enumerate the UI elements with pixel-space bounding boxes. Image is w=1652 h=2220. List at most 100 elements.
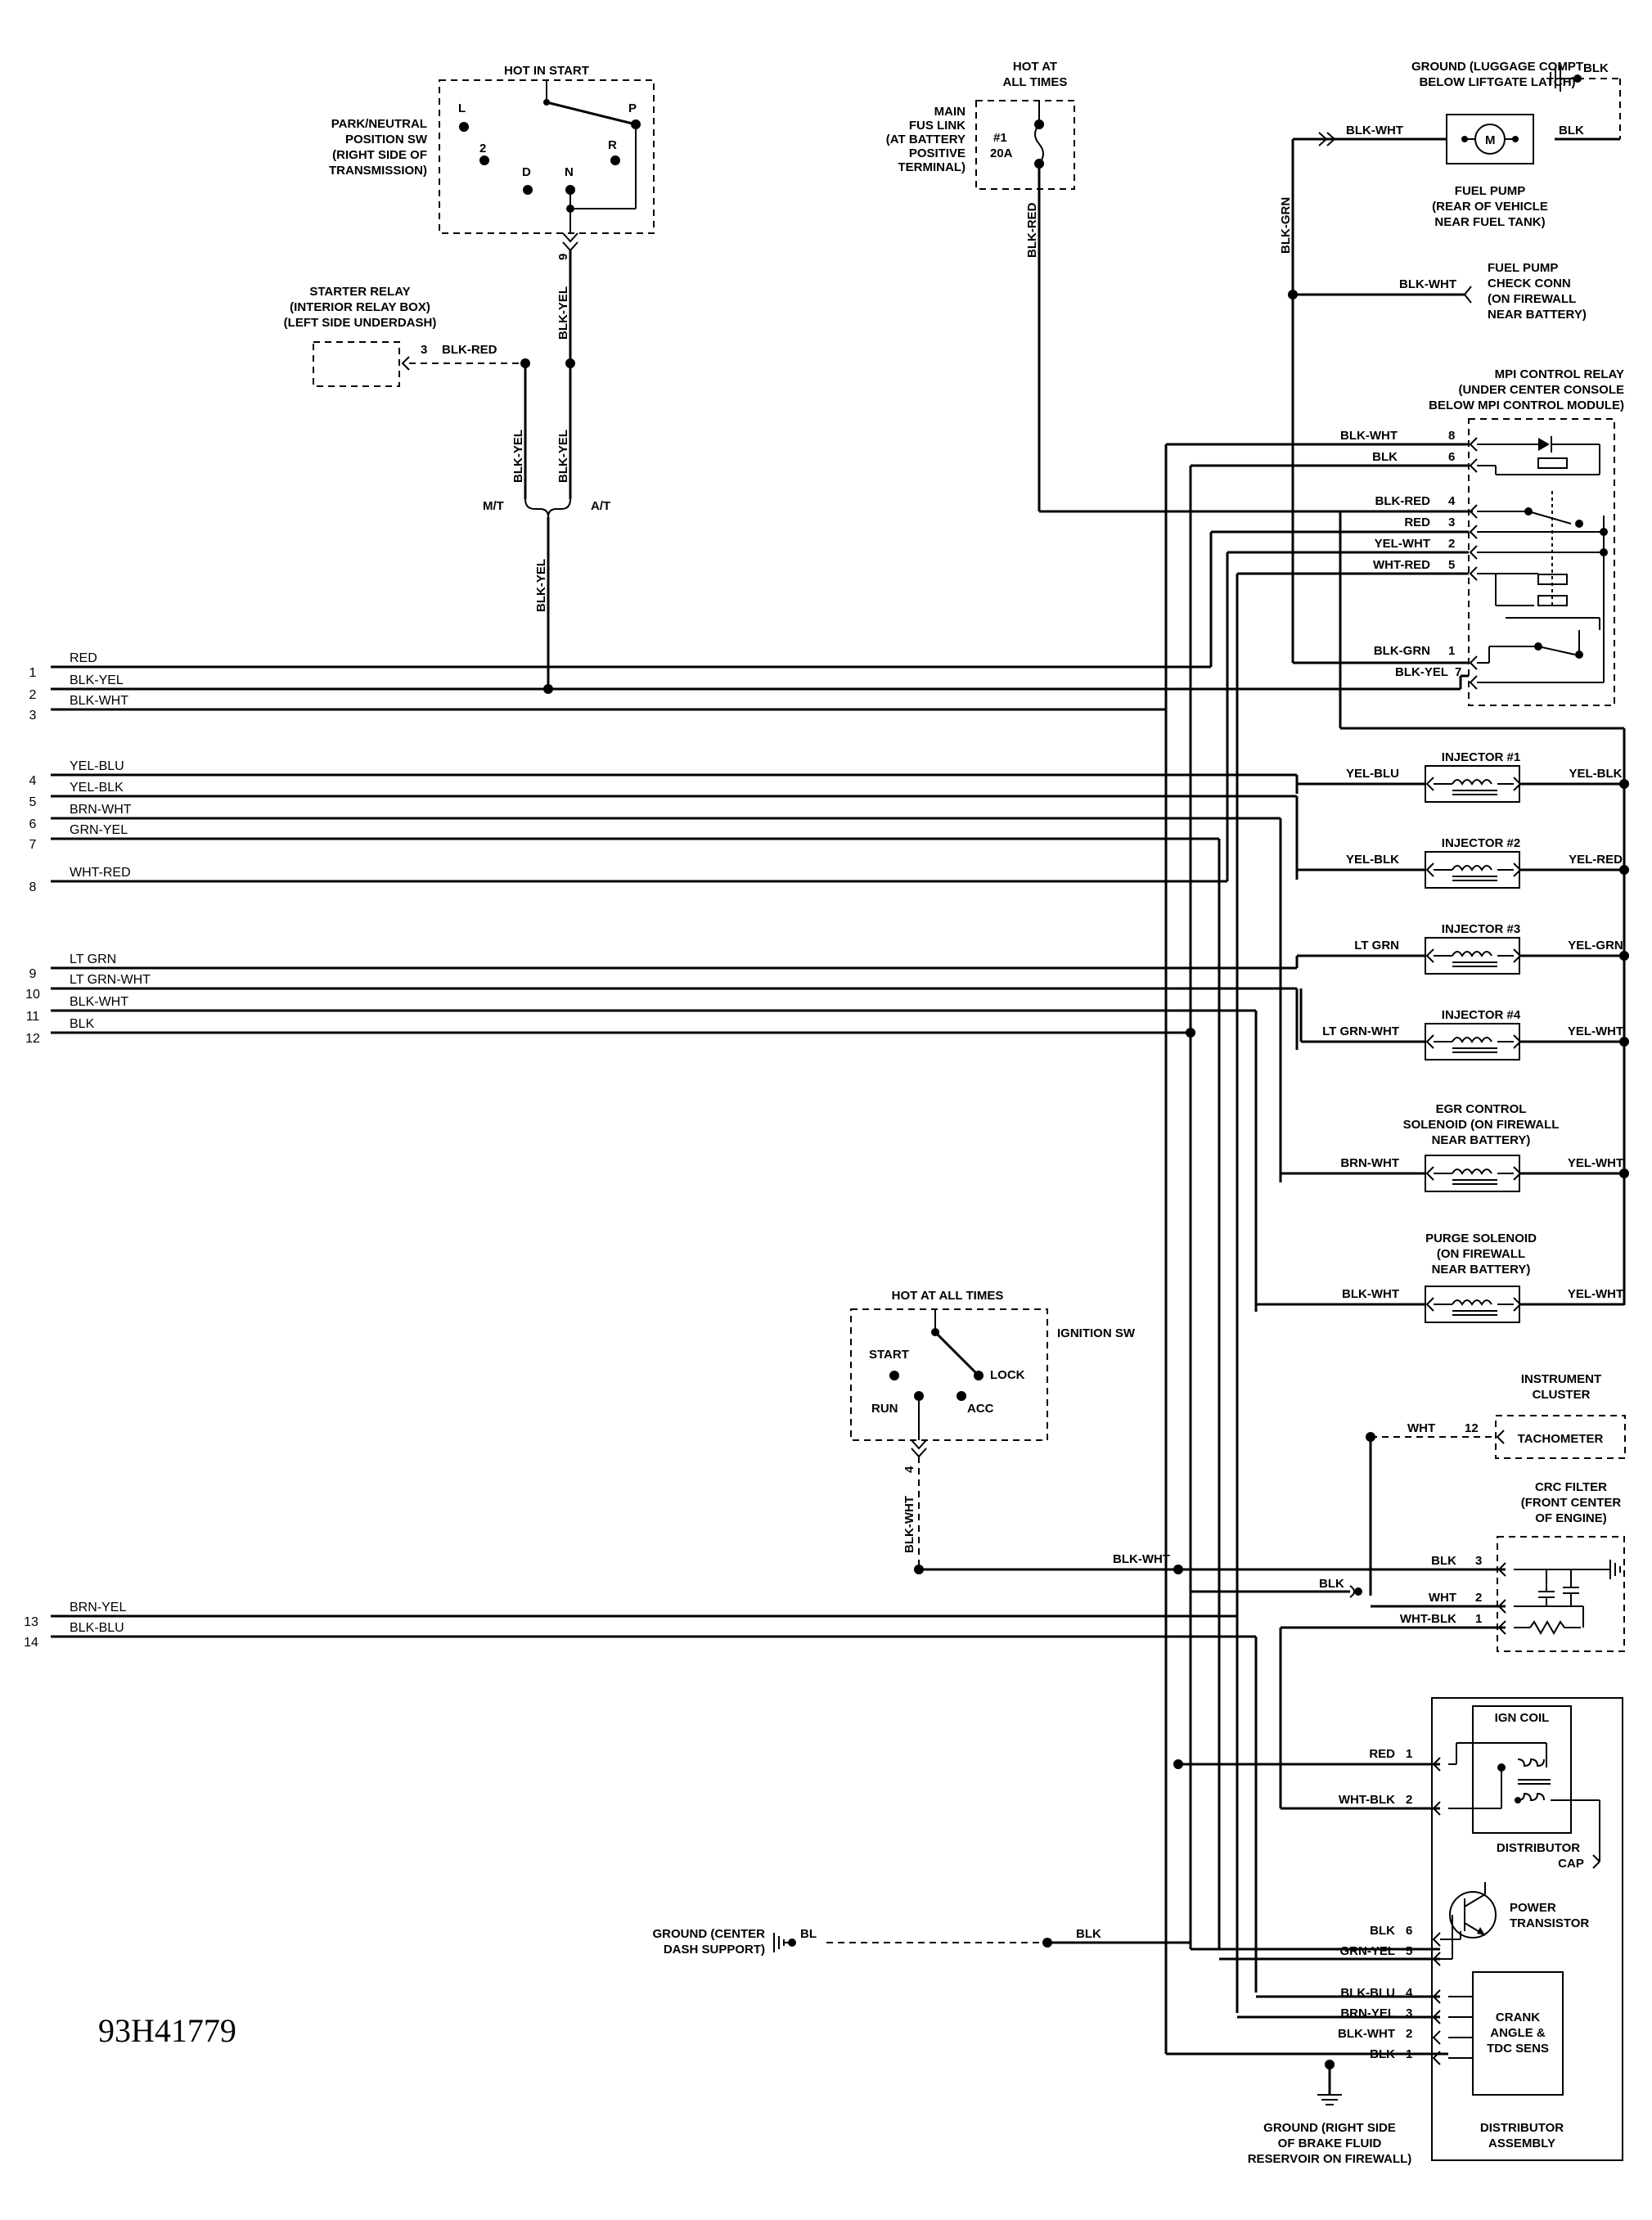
ign-start: START xyxy=(869,1348,909,1362)
mpi-pin-3-wire: RED xyxy=(1404,516,1430,529)
motor-icon: M xyxy=(1485,133,1496,147)
fp-label-3: NEAR FUEL TANK) xyxy=(1434,215,1545,229)
solenoid-1-left-wire: YEL-BLU xyxy=(1346,767,1399,781)
solenoid-3-title-1: INJECTOR #3 xyxy=(1442,922,1520,936)
fp-out-wire: BLK xyxy=(1559,124,1584,137)
solenoid-1-title-1: INJECTOR #1 xyxy=(1442,750,1520,764)
ecm-pin-4-label: YEL-BLU xyxy=(70,759,124,773)
pn-D: D xyxy=(522,165,531,179)
pn-pin: 9 xyxy=(556,254,570,260)
ic-pin: 12 xyxy=(1465,1421,1479,1435)
fp-gnd-1: GROUND (LUGGAGE COMPT xyxy=(1411,60,1583,74)
coil-pin-1-wire: RED xyxy=(1369,1747,1395,1761)
park-neutral-switch: HOT IN START PARK/NEUTRAL POSITION SW (R… xyxy=(329,64,655,499)
fuel-pump-check-conn: BLK-WHT FUEL PUMP CHECK CONN (ON FIREWAL… xyxy=(1288,261,1587,322)
mpi-pin-4-wire: BLK-RED xyxy=(1375,494,1431,508)
ecm-pin-8-num: 8 xyxy=(29,880,37,894)
fp-label-2: (REAR OF VEHICLE xyxy=(1432,200,1548,214)
crc-pin-1-num: 1 xyxy=(1475,1612,1482,1626)
ground-dash-icon xyxy=(773,1933,785,1952)
fuse-label-4: POSITIVE xyxy=(909,146,966,160)
pt-pin-6-wire: BLK xyxy=(1370,1924,1395,1938)
ground-firewall-icon xyxy=(1317,2094,1342,2105)
fp-in-wire: BLK-WHT xyxy=(1346,124,1403,137)
mpi-pin-5: WHT-RED 5 xyxy=(1237,558,1478,581)
pn-label-3: (RIGHT SIDE OF xyxy=(332,148,427,162)
dist-cap-2: CAP xyxy=(1558,1857,1584,1871)
mpi-pin-3: RED 3 xyxy=(1211,516,1478,539)
ecm-pin-5-label: YEL-BLK xyxy=(70,781,124,795)
mpi-pin-6-wire: BLK xyxy=(1372,450,1398,464)
ign-out-wire: BLK-WHT xyxy=(1113,1552,1170,1566)
fuse-label-1: MAIN xyxy=(934,105,966,119)
mpi-pin-2-wire: YEL-WHT xyxy=(1375,537,1430,551)
pn-label-4: TRANSMISSION) xyxy=(329,164,427,178)
crank-pin-1-num: 1 xyxy=(1406,2047,1412,2061)
starter-relay: STARTER RELAY (INTERIOR RELAY BOX) (LEFT… xyxy=(284,285,575,499)
mpi-pin-4-num: 4 xyxy=(1448,494,1456,508)
mpi-label-3: BELOW MPI CONTROL MODULE) xyxy=(1429,399,1624,412)
fuse-wire: BLK-RED xyxy=(1025,202,1039,258)
crc-pin-3-wire: BLK xyxy=(1431,1554,1456,1568)
fp-gnd-wire: BLK xyxy=(1583,61,1609,75)
sr-label-2: (INTERIOR RELAY BOX) xyxy=(290,300,430,314)
sr-wire: BLK-RED xyxy=(442,343,497,357)
crc-label-2: (FRONT CENTER xyxy=(1521,1496,1622,1510)
mpi-pin-8: BLK-WHT 8 xyxy=(1166,429,1478,452)
ecm-pin-6-label: BRN-WHT xyxy=(70,803,132,817)
fp-feed-wire: BLK-GRN xyxy=(1279,197,1293,254)
fuse-label-3: (AT BATTERY xyxy=(886,133,966,146)
crc-pin-2-num: 2 xyxy=(1475,1591,1482,1605)
solenoid-6-title-1: PURGE SOLENOID xyxy=(1425,1232,1537,1245)
pt-label-1: POWER xyxy=(1510,1901,1556,1915)
ign-lock: LOCK xyxy=(990,1368,1025,1382)
mt-label: M/T xyxy=(483,499,504,513)
at-label: A/T xyxy=(591,499,610,513)
fuse-label-2: FUS LINK xyxy=(909,119,966,133)
solenoid-2-title-1: INJECTOR #2 xyxy=(1442,836,1520,850)
cc-label-3: (ON FIREWALL xyxy=(1488,292,1576,306)
solenoid-1-right-wire: YEL-BLK xyxy=(1569,767,1623,781)
ecm-pin-11-label: BLK-WHT xyxy=(70,995,128,1009)
ecm-pin-2-num: 2 xyxy=(29,688,37,702)
ign-acc: ACC xyxy=(967,1402,994,1416)
crc-pin-3-num: 3 xyxy=(1475,1554,1482,1568)
pt-label-2: TRANSISTOR xyxy=(1510,1916,1589,1930)
ic-label-1: INSTRUMENT xyxy=(1521,1372,1601,1386)
pn-hot-label: HOT IN START xyxy=(504,64,589,78)
ecm-pin-12-label: BLK xyxy=(70,1017,95,1031)
ecm-wire-list: 1RED2BLK-YEL3BLK-WHT4YEL-BLU5YEL-BLK6BRN… xyxy=(24,651,151,1650)
pn-R: R xyxy=(608,138,617,152)
crank-pin-4-num: 4 xyxy=(1406,1986,1413,2000)
ecm-pin-14-num: 14 xyxy=(24,1636,38,1650)
gnd-dash-wire: BL xyxy=(800,1927,817,1941)
pt-pin-5-num: 5 xyxy=(1406,1944,1412,1958)
ecm-pin-11-num: 11 xyxy=(26,1010,40,1024)
ecm-pin-7-num: 7 xyxy=(29,838,37,852)
mpi-pin-8-num: 8 xyxy=(1448,429,1455,443)
ecm-pin-1-num: 1 xyxy=(29,666,37,680)
solenoid-6-title-3: NEAR BATTERY) xyxy=(1432,1263,1531,1277)
mpi-pin-5-num: 5 xyxy=(1448,558,1455,572)
ign-pin: 4 xyxy=(903,1466,916,1473)
solenoid-6-title-2: (ON FIREWALL xyxy=(1437,1247,1525,1261)
instrument-cluster: INSTRUMENT CLUSTER TACHOMETER WHT 12 xyxy=(1366,1372,1626,1596)
ecm-pin-9-label: LT GRN xyxy=(70,952,116,966)
gnd-dash-wire-2: BLK xyxy=(1076,1927,1101,1941)
crank-pin-3-num: 3 xyxy=(1406,2006,1412,2020)
ic-label-2: CLUSTER xyxy=(1533,1388,1591,1402)
figure-code: 93H41779 xyxy=(98,2012,236,2049)
solenoid-5-left-wire: BRN-WHT xyxy=(1340,1156,1399,1170)
mpi-control-relay: MPI CONTROL RELAY (UNDER CENTER CONSOLE … xyxy=(1166,367,1626,1305)
ign-run: RUN xyxy=(871,1402,898,1416)
gnd-fw-2: OF BRAKE FLUID xyxy=(1278,2137,1382,2150)
crc-filter: CRC FILTER (FRONT CENTER OF ENGINE) BLK … xyxy=(1191,1480,1625,1808)
mpi-pin-1-num: 1 xyxy=(1448,644,1455,658)
mpi-pin-6-num: 6 xyxy=(1448,450,1455,464)
solenoid-3-right-wire: YEL-GRN xyxy=(1568,939,1623,952)
crc-pin-2-wire: WHT xyxy=(1429,1591,1456,1605)
